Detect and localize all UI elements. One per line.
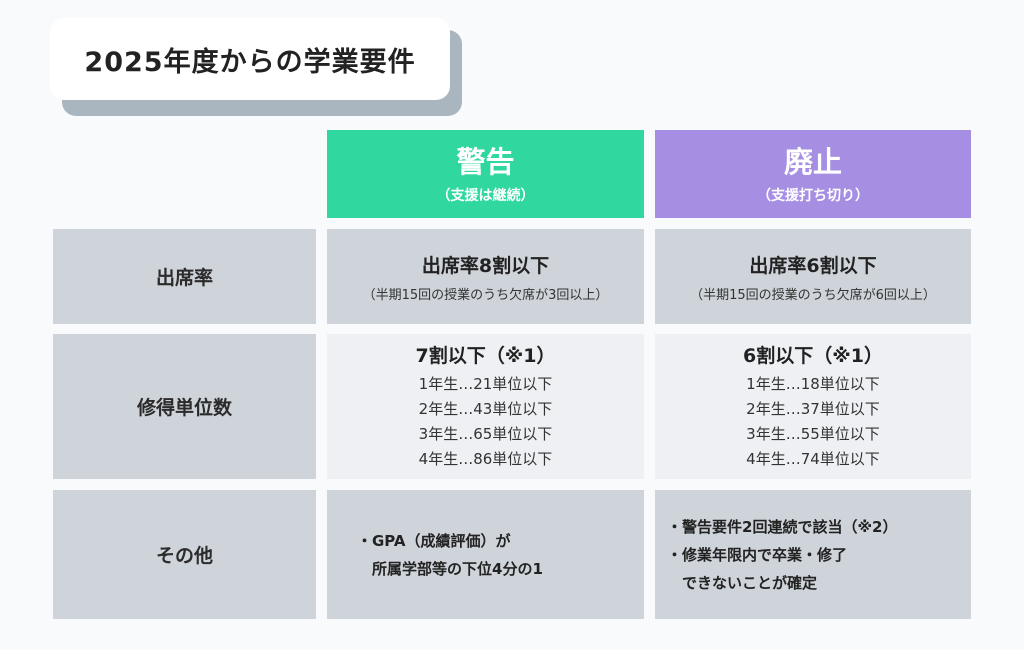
credits-abolition-item: 1年生…18単位以下 [746,375,880,393]
column-header-abolition: 廃止 （支援打ち切り） [655,130,971,218]
other-abolition-line: ・修業年限内で卒業・修了 [667,545,848,564]
cell-attendance-abolition: 出席率6割以下 （半期15回の授業のうち欠席が6回以上） [655,229,971,324]
attendance-abolition-sub: （半期15回の授業のうち欠席が6回以上） [690,287,936,303]
other-abolition-line: できないことが確定 [667,573,818,592]
credits-abolition-item: 3年生…55単位以下 [746,425,880,443]
cell-other-warning: ・GPA（成績評価）が 所属学部等の下位4分の1 [327,490,644,619]
credits-warning-item: 1年生…21単位以下 [418,375,553,393]
cell-other-abolition: ・警告要件2回連続で該当（※2） ・修業年限内で卒業・修了 できないことが確定 [655,490,971,619]
cell-credits-abolition: 6割以下（※1） 1年生…18単位以下 2年生…37単位以下 3年生…55単位以… [655,334,971,479]
page-title: 2025年度からの学業要件 [50,18,450,100]
other-warning-line: 所属学部等の下位4分の1 [357,559,543,578]
row-label-other: その他 [53,490,316,619]
credits-warning-item: 4年生…86単位以下 [418,450,553,468]
column-title-abolition: 廃止 [783,145,842,179]
other-warning-line: ・GPA（成績評価）が [357,531,511,550]
row-label-attendance: 出席率 [53,229,316,324]
credits-warning-item: 3年生…65単位以下 [418,425,553,443]
column-header-warning: 警告 （支援は継続） [327,130,644,218]
attendance-warning-sub: （半期15回の授業のうち欠席が3回以上） [362,287,609,303]
credits-abolition-item: 4年生…74単位以下 [746,450,880,468]
cell-attendance-warning: 出席率8割以下 （半期15回の授業のうち欠席が3回以上） [327,229,644,324]
cell-credits-warning: 7割以下（※1） 1年生…21単位以下 2年生…43単位以下 3年生…65単位以… [327,334,644,479]
attendance-warning-main: 出席率8割以下 [421,254,550,277]
attendance-abolition-main: 出席率6割以下 [749,254,877,277]
credits-abolition-item: 2年生…37単位以下 [746,400,880,418]
column-subtitle-warning: （支援は継続） [436,188,535,204]
other-abolition-line: ・警告要件2回連続で該当（※2） [667,517,898,536]
column-subtitle-abolition: （支援打ち切り） [757,188,869,204]
column-title-warning: 警告 [456,145,515,179]
credits-warning-item: 2年生…43単位以下 [418,400,553,418]
credits-abolition-main: 6割以下（※1） [743,345,883,367]
credits-warning-main: 7割以下（※1） [415,345,556,367]
row-label-credits: 修得単位数 [53,334,316,479]
